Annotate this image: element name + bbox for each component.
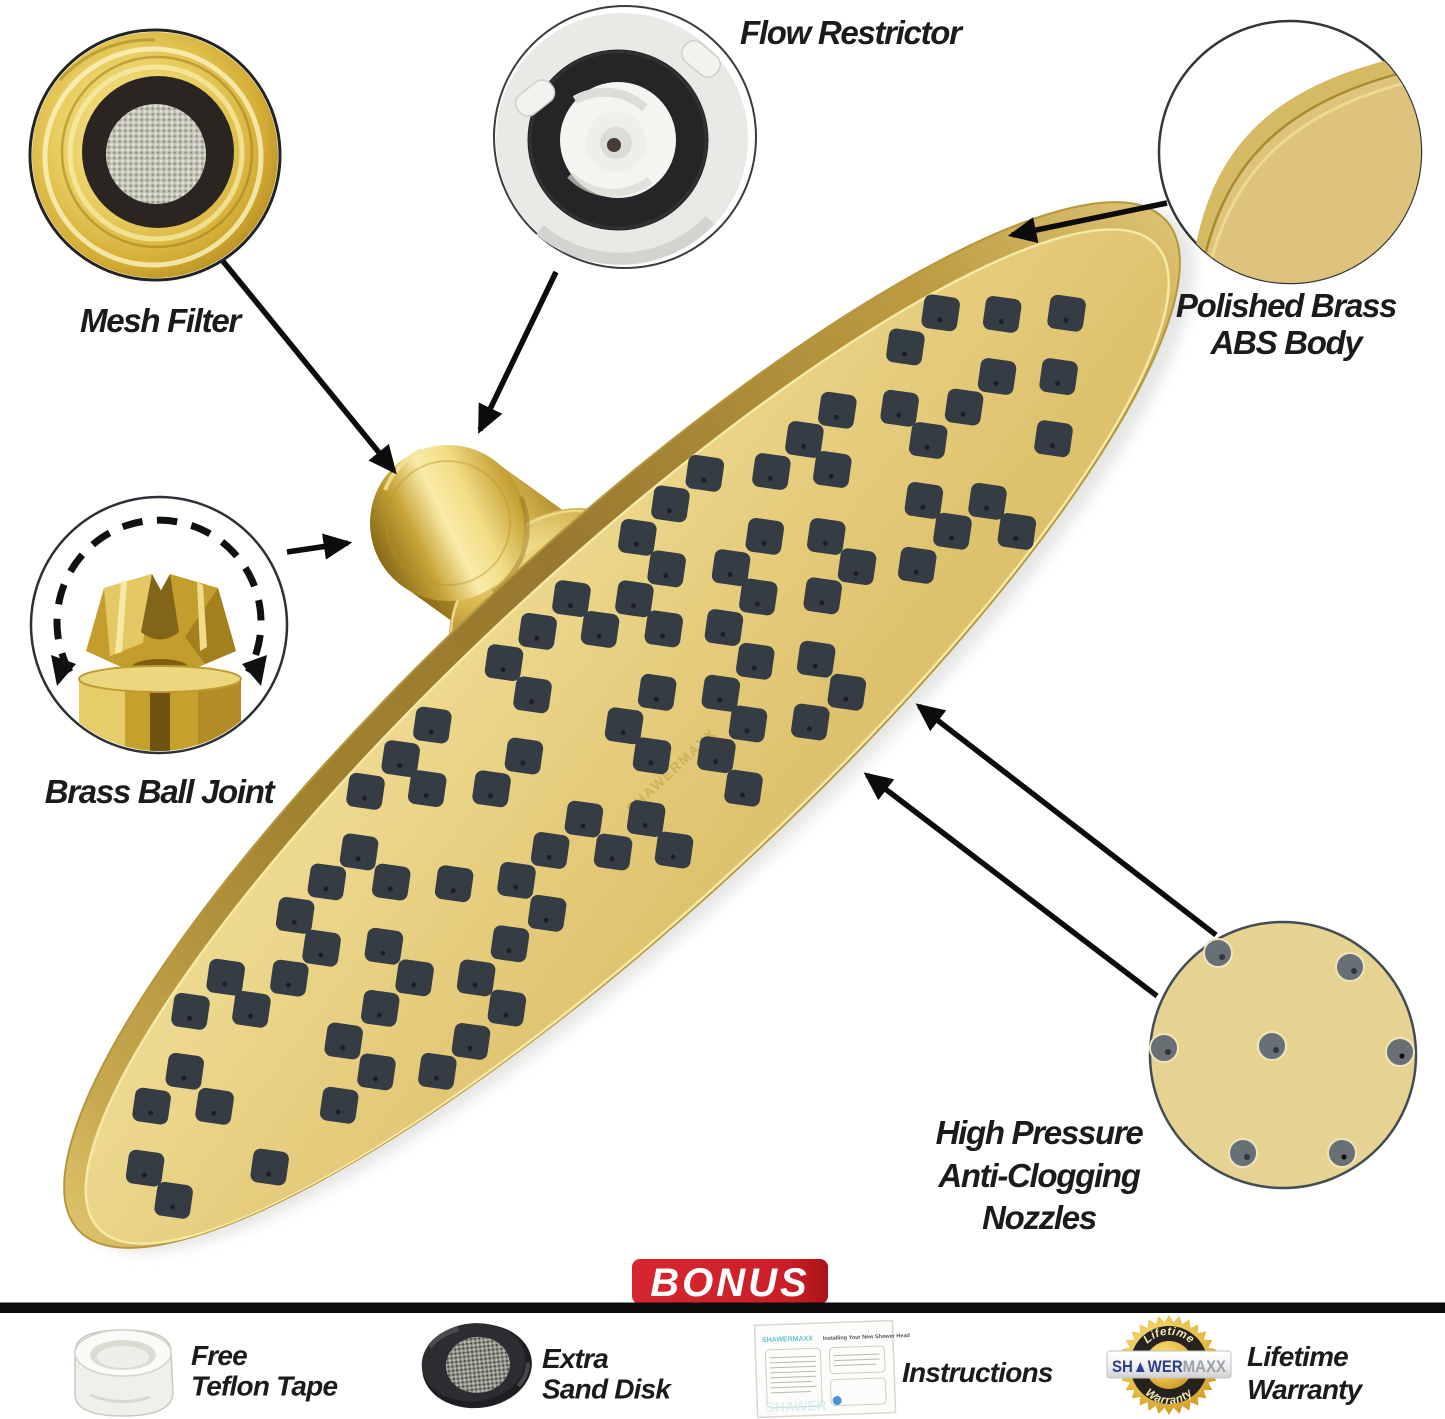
svg-text:Lifetime: Lifetime [1142,1326,1197,1347]
svg-text:Extra: Extra [542,1343,608,1374]
svg-text:Warranty: Warranty [1247,1374,1364,1405]
svg-text:Instructions: Instructions [902,1357,1053,1388]
svg-text:SHAWER: SHAWER [765,1397,827,1415]
svg-text:SH▲WERMAXX: SH▲WERMAXX [1112,1357,1227,1376]
svg-text:Sand Disk: Sand Disk [542,1374,672,1405]
svg-text:Free: Free [191,1340,247,1371]
svg-text:Installing Your New Shower Hea: Installing Your New Shower Head [823,1333,910,1342]
svg-text:Warranty: Warranty [1143,1387,1195,1407]
svg-text:Lifetime: Lifetime [1247,1341,1348,1372]
svg-text:BONUS: BONUS [650,1261,809,1305]
svg-text:Teflon Tape: Teflon Tape [191,1371,337,1402]
svg-text:SHAWERMAXX: SHAWERMAXX [762,1335,813,1344]
